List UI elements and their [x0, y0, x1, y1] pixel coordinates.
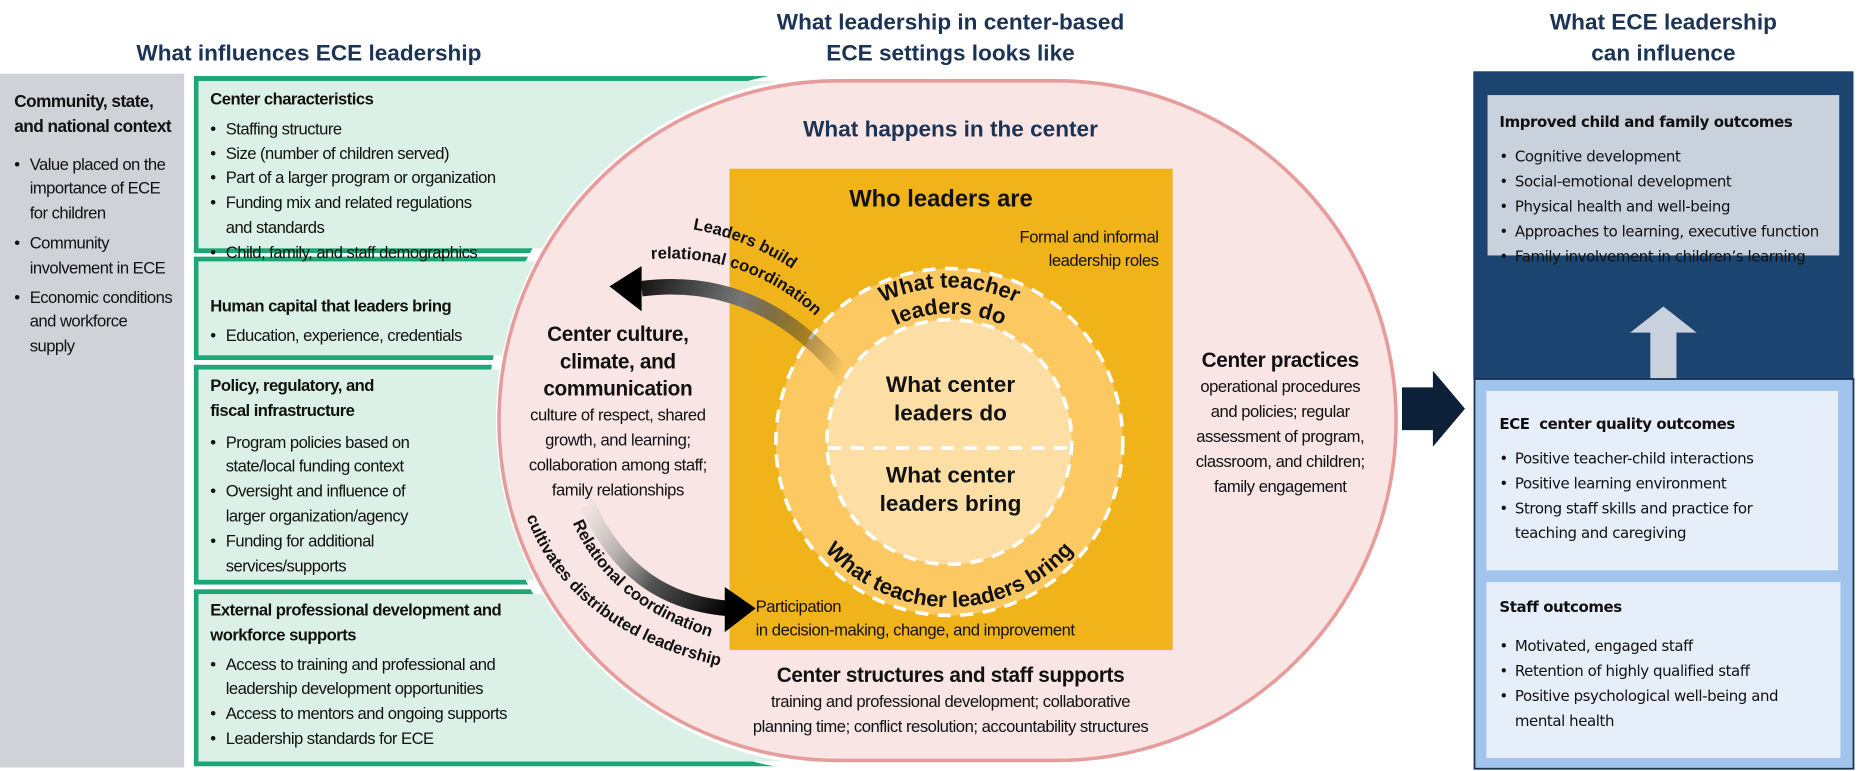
structures-sub-line: planning time; conflict resolution; acco…	[752, 716, 1149, 736]
list-item: Physical health and well-being	[1499, 194, 1844, 219]
right-section-title-1: What ECE leadership	[1549, 10, 1777, 36]
box-title: Center characteristics	[210, 89, 374, 109]
list-item: Approaches to learning, executive functi…	[1499, 219, 1844, 244]
structures-title: Center structures and staff supports	[776, 662, 1125, 687]
list-item: Program policies based on state/local fu…	[210, 430, 436, 479]
context-item: Economic conditions and workforce supply	[14, 285, 174, 359]
formal-roles-label: Formal and informal leadership roles	[927, 225, 1159, 273]
practices-sub-line: classroom, and children;	[1195, 451, 1365, 471]
arrow-to-outcomes	[1402, 370, 1465, 447]
center-structures-block: Center structures and staff supports tra…	[713, 662, 1188, 739]
culture-sub-line: collaboration among staff;	[528, 455, 707, 475]
formal-roles-line: leadership roles	[1048, 250, 1159, 270]
list-item: Funding for additional services/supports	[210, 528, 436, 577]
left-section-title: What influences ECE leadership	[136, 41, 482, 67]
professional-development-box: External professional development and wo…	[210, 598, 537, 751]
arrow-head-left	[609, 266, 642, 312]
child-family-outcomes-box: Improved child and family outcomes Cogni…	[1499, 109, 1844, 269]
quality-outcomes-box: ECE center quality outcomes Positive tea…	[1499, 411, 1802, 545]
center-practices-block: Center practices operational procedures …	[1176, 347, 1384, 499]
context-title: Community, state, and national context	[14, 92, 172, 137]
arrow-head-right	[724, 586, 756, 633]
practices-sub-line: and policies; regular	[1210, 401, 1350, 421]
box-title: Staff outcomes	[1499, 597, 1622, 616]
center-inner-title: What happens in the center	[803, 117, 1098, 143]
list-item: Positive psychological well-being and me…	[1499, 683, 1802, 733]
box-title: ECE center quality outcomes	[1499, 414, 1735, 433]
center-bring-line: What center	[885, 463, 1016, 489]
context-item: Community involvement in ECE	[14, 230, 174, 279]
practices-title: Center practices	[1201, 348, 1360, 372]
center-section-title-2: ECE settings looks like	[826, 41, 1075, 67]
formal-roles-line: Formal and informal	[1019, 226, 1159, 246]
list-item: Positive teacher-child interactions	[1499, 446, 1802, 471]
box-title: Improved child and family outcomes	[1499, 112, 1793, 131]
list-item: Part of a larger program or organization	[210, 166, 531, 191]
list-item: Oversight and influence of larger organi…	[210, 479, 436, 528]
list-item: Social-emotional development	[1499, 169, 1844, 194]
human-capital-box: Human capital that leaders bring Educati…	[210, 293, 507, 348]
box-title: Human capital that leaders bring	[210, 295, 452, 315]
policy-box: Policy, regulatory, and fiscal infrastru…	[210, 373, 436, 578]
participation-line: in decision-making, change, and improvem…	[755, 620, 1075, 640]
arrow-up-icon	[1630, 306, 1697, 380]
context-box: Community, state, and national context V…	[14, 90, 174, 358]
practices-sub-line: operational procedures	[1200, 376, 1361, 396]
culture-title-line: communication	[543, 376, 693, 401]
culture-title-line: Center culture,	[547, 321, 689, 346]
structures-sub-line: training and professional development; c…	[770, 691, 1131, 711]
center-bring-line: leaders bring	[879, 491, 1022, 517]
list-item: Size (number of children served)	[210, 141, 531, 166]
culture-sub-line: culture of respect, shared	[530, 405, 706, 425]
list-item: Staffing structure	[210, 116, 531, 141]
right-section-title-2: can influence	[1591, 41, 1736, 67]
center-do-line: leaders do	[894, 401, 1007, 427]
context-item: Value placed on the importance of ECE fo…	[14, 152, 174, 226]
list-item: Family involvement in children’s learnin…	[1499, 244, 1844, 269]
culture-sub-line: family relationships	[551, 480, 684, 500]
list-item: Funding mix and related regulations and …	[210, 190, 499, 239]
box-title: External professional development and wo…	[210, 600, 502, 644]
center-leaders-bring: What center leaders bring	[832, 462, 1070, 519]
culture-sub-line: growth, and learning;	[545, 430, 691, 450]
center-section-title-1: What leadership in center-based	[776, 10, 1125, 36]
arrow-leaders-build	[640, 279, 852, 383]
list-item: Education, experience, credentials	[210, 323, 507, 348]
center-leaders-do: What center leaders do	[832, 372, 1070, 429]
center-culture-block: Center culture, climate, and communicati…	[505, 321, 731, 503]
list-item: Positive learning environment	[1499, 471, 1802, 496]
list-item: Retention of highly qualified staff	[1499, 658, 1802, 683]
box-title: Policy, regulatory, and fiscal infrastru…	[210, 375, 374, 420]
culture-title-line: climate, and	[559, 349, 676, 374]
list-item: Child, family, and staff demographics	[210, 240, 531, 265]
list-item: Cognitive development	[1499, 144, 1844, 169]
practices-sub-line: assessment of program,	[1196, 426, 1365, 446]
list-item: Access to mentors and ongoing supports	[210, 701, 537, 726]
list-item: Strong staff skills and practice for tea…	[1499, 495, 1802, 545]
practices-sub-line: family engagement	[1213, 476, 1347, 496]
center-characteristics-box: Center characteristics Staffing structur…	[210, 87, 531, 265]
participation-label: Participation in decision-making, change…	[756, 594, 1148, 642]
list-item: Access to training and professional and …	[210, 652, 537, 701]
list-item: Leadership standards for ECE	[210, 726, 537, 751]
participation-line: Participation	[755, 596, 842, 616]
center-leaders-circle	[825, 317, 1074, 567]
staff-outcomes-box: Staff outcomes Motivated, engaged staff …	[1499, 594, 1802, 733]
arrow-relational-coordination	[581, 501, 728, 617]
list-item: Motivated, engaged staff	[1499, 633, 1802, 658]
center-do-line: What center	[885, 373, 1016, 399]
who-leaders-are-title: Who leaders are	[849, 186, 1033, 213]
